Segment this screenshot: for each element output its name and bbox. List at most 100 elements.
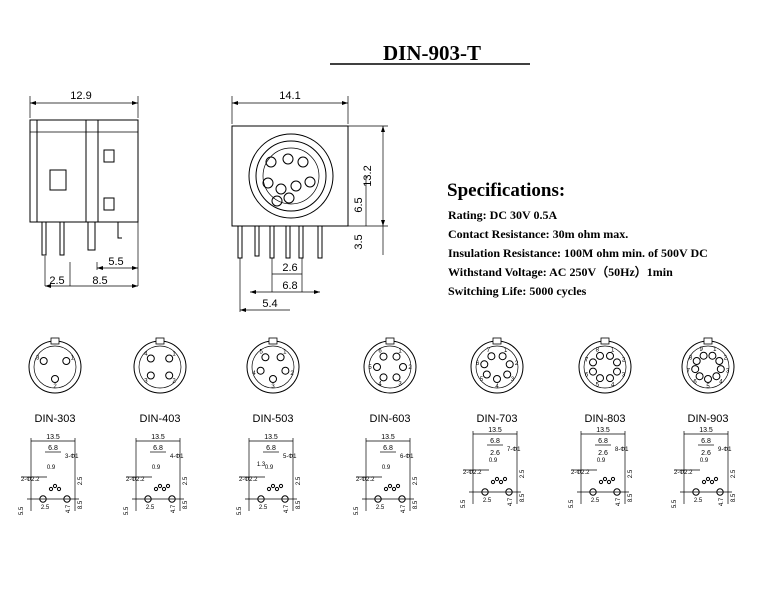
model-label: DIN-903 bbox=[688, 413, 729, 425]
pin-number: 2 bbox=[172, 378, 176, 384]
connector-insulator bbox=[33, 345, 77, 389]
pin-hole bbox=[165, 483, 171, 489]
connector-shell bbox=[578, 340, 632, 394]
spec-line: Rating: DC 30V 0.5A bbox=[448, 208, 557, 222]
row-label: 5.5 bbox=[124, 506, 130, 515]
pin-number: 4 bbox=[611, 383, 615, 389]
pin-number: 3 bbox=[622, 372, 626, 378]
pin-hole bbox=[392, 373, 401, 382]
pin-hole bbox=[373, 363, 381, 371]
mount-hole bbox=[39, 495, 47, 503]
mount-hole bbox=[144, 495, 152, 503]
pin-hole bbox=[502, 476, 508, 482]
row-label: 5.5 bbox=[569, 499, 575, 508]
pin-hole bbox=[691, 365, 700, 374]
mount-hole bbox=[257, 495, 265, 503]
pin-number: 3 bbox=[726, 368, 730, 374]
pin-number: 3 bbox=[144, 378, 148, 384]
pin-hole bbox=[157, 483, 163, 489]
pin-hole bbox=[48, 486, 54, 492]
pin-hole bbox=[503, 370, 512, 379]
row-label: 4.7 bbox=[616, 497, 622, 506]
pin-hole bbox=[505, 360, 514, 369]
page-title: DIN-903-T bbox=[383, 41, 481, 65]
row-label: 8.5 bbox=[628, 493, 634, 502]
row-label: 8.5 bbox=[78, 500, 84, 509]
pin-number: 4 bbox=[378, 382, 382, 388]
mount-hole bbox=[613, 488, 621, 496]
pin-number: 2 bbox=[515, 361, 519, 367]
footprint-width-label: 13.5 bbox=[488, 427, 502, 434]
pin-hole bbox=[704, 375, 712, 383]
pin-hole bbox=[274, 486, 280, 492]
mount-hole-label: 2-Φ2.2 bbox=[674, 470, 693, 476]
row-label: 4.7 bbox=[719, 497, 725, 506]
spec-line: Switching Life: 5000 cycles bbox=[448, 284, 587, 298]
pin-hole bbox=[589, 367, 597, 376]
connector-insulator bbox=[138, 345, 182, 389]
pin-hole bbox=[62, 357, 71, 365]
front-center-label: 6.5 bbox=[353, 197, 365, 212]
mount-hole-label: 2-Φ2.2 bbox=[239, 477, 258, 483]
front-height-label: 13.2 bbox=[362, 165, 374, 186]
spec-line: Withstand Voltage: AC 250V（50Hz）1min bbox=[448, 264, 673, 279]
pin-hole bbox=[383, 486, 389, 492]
pin-number: 2 bbox=[290, 371, 294, 377]
hole-count-label: 4-Φ1 bbox=[170, 454, 184, 460]
mount-hole bbox=[716, 488, 724, 496]
gap-label: 0.9 bbox=[700, 458, 709, 464]
pin-hole bbox=[498, 479, 504, 485]
row-label: 8.5 bbox=[520, 493, 526, 502]
pin-hole bbox=[713, 476, 719, 482]
pin-hole bbox=[261, 353, 270, 362]
front-pin-height-label: 3.5 bbox=[353, 234, 365, 249]
side-pitch-a-label: 2.5 bbox=[49, 275, 64, 287]
pitch-label: 6.8 bbox=[701, 438, 711, 445]
pin-hole bbox=[266, 486, 272, 492]
pin-hole bbox=[709, 479, 715, 485]
connector-insulator bbox=[686, 345, 730, 389]
row-label: 5.5 bbox=[354, 506, 360, 515]
pin-hole bbox=[487, 352, 496, 361]
key-notch bbox=[155, 337, 165, 345]
row-label: 2.5 bbox=[731, 469, 737, 478]
mount-hole bbox=[63, 495, 71, 503]
gap-label: 0.9 bbox=[265, 465, 274, 471]
pin-hole bbox=[613, 367, 621, 376]
pin-hole bbox=[602, 476, 608, 482]
pin-number: 1 bbox=[71, 356, 75, 362]
row-label: 2.5 bbox=[413, 476, 419, 485]
model-label: DIN-603 bbox=[370, 413, 411, 425]
pin-hole bbox=[278, 483, 284, 489]
footprint-width-label: 13.5 bbox=[381, 434, 395, 441]
row-label: 2.5 bbox=[146, 505, 155, 511]
pin-number: 1 bbox=[713, 347, 717, 353]
pin-hole bbox=[596, 374, 604, 383]
connector-insulator bbox=[251, 345, 295, 389]
pin-hole bbox=[606, 479, 612, 485]
row-label: 5.5 bbox=[461, 499, 467, 508]
row-label: 2.5 bbox=[259, 505, 268, 511]
pin-hole bbox=[52, 483, 58, 489]
front-pitch-c-label: 5.4 bbox=[262, 298, 277, 310]
gap-label: 0.9 bbox=[489, 458, 498, 464]
row-label: 8.5 bbox=[731, 493, 737, 502]
pin-number: 2 bbox=[408, 365, 412, 371]
pin-hole bbox=[165, 354, 174, 363]
mount-hole bbox=[589, 488, 597, 496]
pin-hole bbox=[51, 375, 59, 383]
pin-number: 9 bbox=[700, 347, 704, 353]
pin-hole bbox=[606, 374, 614, 383]
pin-hole bbox=[498, 352, 507, 361]
row-label: 2.5 bbox=[591, 498, 600, 504]
pitch-label: 6.8 bbox=[383, 445, 393, 452]
pin-hole bbox=[480, 360, 489, 369]
pin-hole bbox=[712, 372, 721, 381]
pin-number: 6 bbox=[378, 349, 382, 355]
